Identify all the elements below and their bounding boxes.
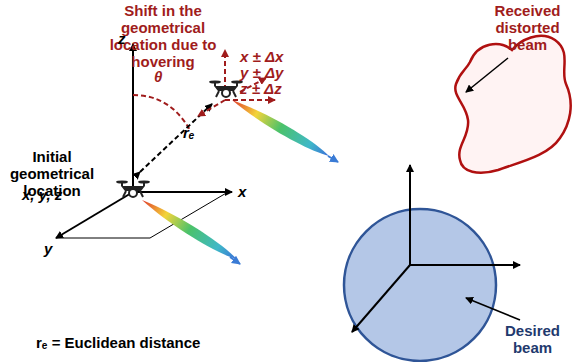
coordinate-label: x ± Δx [240, 48, 283, 65]
beam-label: Received distorted beam [480, 2, 575, 53]
coordinate-label: x, y, z [22, 186, 62, 203]
axis-label: x [238, 183, 246, 200]
coordinate-label: y ± Δy [240, 64, 283, 81]
axis-label: y [44, 240, 52, 257]
beam-label: Desired beam [490, 322, 575, 356]
axis-label: z [118, 30, 126, 47]
coordinate-label: z ± Δz [240, 80, 282, 97]
callout-text: Shift in the geometrical location due to… [98, 2, 228, 70]
legend-note: rₑ = Euclidean distance [36, 334, 200, 351]
distance-label: rₑ [183, 124, 195, 141]
angle-label: θ [154, 68, 162, 85]
